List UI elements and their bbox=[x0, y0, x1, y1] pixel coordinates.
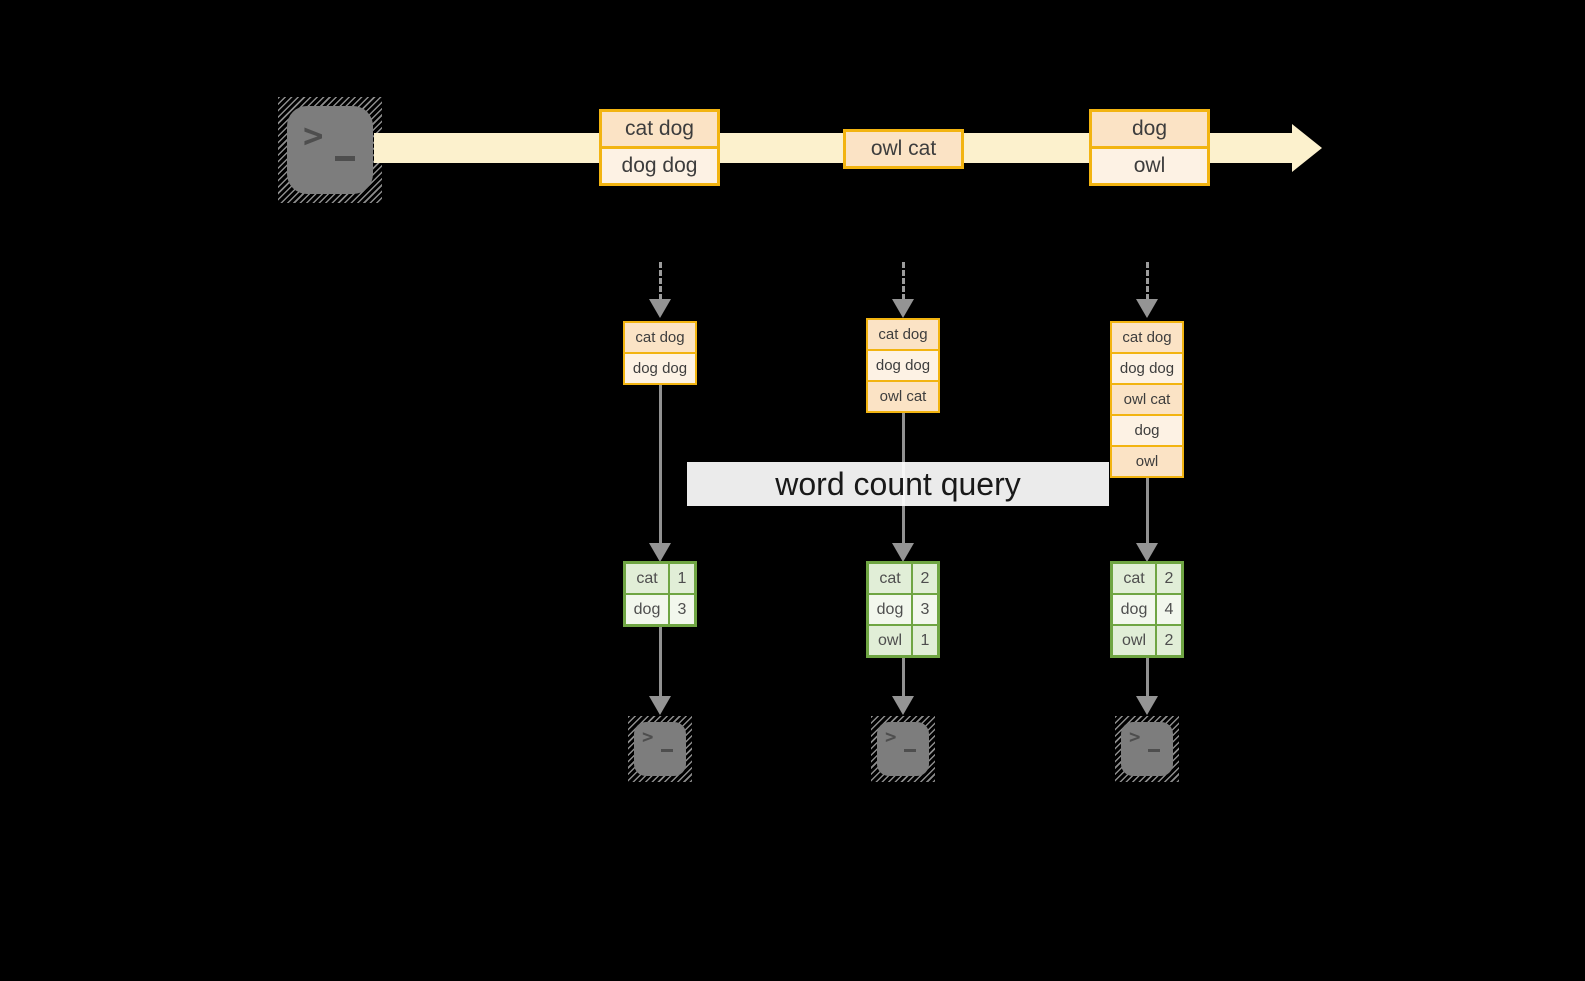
result-count: 3 bbox=[668, 595, 694, 624]
result-to-sink-arrow bbox=[901, 658, 905, 698]
arrowhead-down-icon bbox=[892, 299, 914, 318]
arrowhead-down-icon bbox=[1136, 299, 1158, 318]
result-word: dog bbox=[876, 600, 904, 618]
result-row: cat 2 bbox=[869, 564, 937, 593]
result-count: 2 bbox=[911, 564, 937, 593]
input-to-result-arrow bbox=[1145, 478, 1149, 545]
result-to-sink-arrow bbox=[1145, 658, 1149, 698]
result-count: 4 bbox=[1155, 595, 1181, 624]
result-count: 1 bbox=[911, 626, 937, 655]
sink-terminal-icon: > bbox=[871, 716, 935, 782]
result-count: 3 bbox=[911, 595, 937, 624]
result-row: dog 3 bbox=[869, 593, 937, 624]
input-row: dog dog bbox=[1112, 352, 1182, 383]
word-count-query-banner: word count query bbox=[687, 462, 1109, 506]
result-row: cat 1 bbox=[626, 564, 694, 593]
input-row: owl cat bbox=[1112, 383, 1182, 414]
result-count: 1 bbox=[668, 564, 694, 593]
stream-record: owl bbox=[1092, 146, 1207, 183]
arrowhead-down-icon bbox=[649, 543, 671, 562]
stream-record: dog bbox=[1092, 112, 1207, 146]
stream-record: owl cat bbox=[846, 132, 961, 166]
batch-to-input-arrow bbox=[658, 262, 662, 300]
arrowhead-down-icon bbox=[892, 696, 914, 715]
result-word: dog bbox=[1120, 600, 1148, 618]
terminal-prompt-icon: > bbox=[1129, 726, 1141, 748]
input-to-result-arrow bbox=[658, 385, 662, 545]
source-terminal-icon: > bbox=[278, 97, 382, 203]
result-row: owl 2 bbox=[1113, 624, 1181, 655]
arrowhead-down-icon bbox=[1136, 696, 1158, 715]
terminal-cursor-icon bbox=[661, 749, 673, 752]
terminal-cursor-icon bbox=[335, 156, 355, 161]
input-row: dog dog bbox=[868, 349, 938, 380]
terminal-screen: > bbox=[1121, 722, 1173, 776]
terminal-prompt-icon: > bbox=[303, 116, 324, 156]
input-row: cat dog bbox=[868, 320, 938, 349]
terminal-screen: > bbox=[877, 722, 929, 776]
terminal-screen: > bbox=[634, 722, 686, 776]
sink-terminal-icon: > bbox=[1115, 716, 1179, 782]
result-count: 2 bbox=[1155, 564, 1181, 593]
result-table-2: cat 2 dog 3 owl 1 bbox=[866, 561, 940, 658]
query-banner-label: word count query bbox=[775, 465, 1021, 502]
result-word: cat bbox=[1123, 569, 1145, 587]
input-table-1: cat dog dog dog bbox=[623, 321, 697, 385]
input-row: owl cat bbox=[868, 380, 938, 411]
result-word: owl bbox=[877, 631, 902, 649]
stream-record: dog dog bbox=[602, 146, 717, 183]
arrowhead-down-icon bbox=[649, 696, 671, 715]
result-count: 2 bbox=[1155, 626, 1181, 655]
input-table-3: cat dog dog dog owl cat dog owl bbox=[1110, 321, 1184, 478]
arrowhead-down-icon bbox=[649, 299, 671, 318]
batch-to-input-arrow bbox=[1145, 262, 1149, 300]
terminal-prompt-icon: > bbox=[885, 726, 897, 748]
result-to-sink-arrow bbox=[658, 627, 662, 698]
input-table-2: cat dog dog dog owl cat bbox=[866, 318, 940, 413]
result-word: owl bbox=[1121, 631, 1146, 649]
input-row: owl bbox=[1112, 445, 1182, 476]
input-row: cat dog bbox=[625, 323, 695, 352]
stream-batch-1: cat dog dog dog bbox=[599, 109, 720, 186]
stream-batch-2: owl cat bbox=[843, 129, 964, 169]
input-row: dog bbox=[1112, 414, 1182, 445]
input-row: cat dog bbox=[1112, 323, 1182, 352]
result-row: dog 3 bbox=[626, 593, 694, 624]
result-row: dog 4 bbox=[1113, 593, 1181, 624]
arrowhead-down-icon bbox=[892, 543, 914, 562]
input-row: dog dog bbox=[625, 352, 695, 383]
stream-batch-3: dog owl bbox=[1089, 109, 1210, 186]
sink-terminal-icon: > bbox=[628, 716, 692, 782]
stream-arrowhead-icon bbox=[1292, 124, 1322, 172]
batch-to-input-arrow bbox=[901, 262, 905, 300]
result-word: cat bbox=[879, 569, 901, 587]
terminal-cursor-icon bbox=[904, 749, 916, 752]
result-row: owl 1 bbox=[869, 624, 937, 655]
result-word: dog bbox=[633, 600, 661, 618]
result-word: cat bbox=[636, 569, 658, 587]
terminal-cursor-icon bbox=[1148, 749, 1160, 752]
result-table-1: cat 1 dog 3 bbox=[623, 561, 697, 627]
result-row: cat 2 bbox=[1113, 564, 1181, 593]
terminal-prompt-icon: > bbox=[642, 726, 654, 748]
stream-record: cat dog bbox=[602, 112, 717, 146]
terminal-screen: > bbox=[287, 106, 373, 194]
result-table-3: cat 2 dog 4 owl 2 bbox=[1110, 561, 1184, 658]
arrowhead-down-icon bbox=[1136, 543, 1158, 562]
